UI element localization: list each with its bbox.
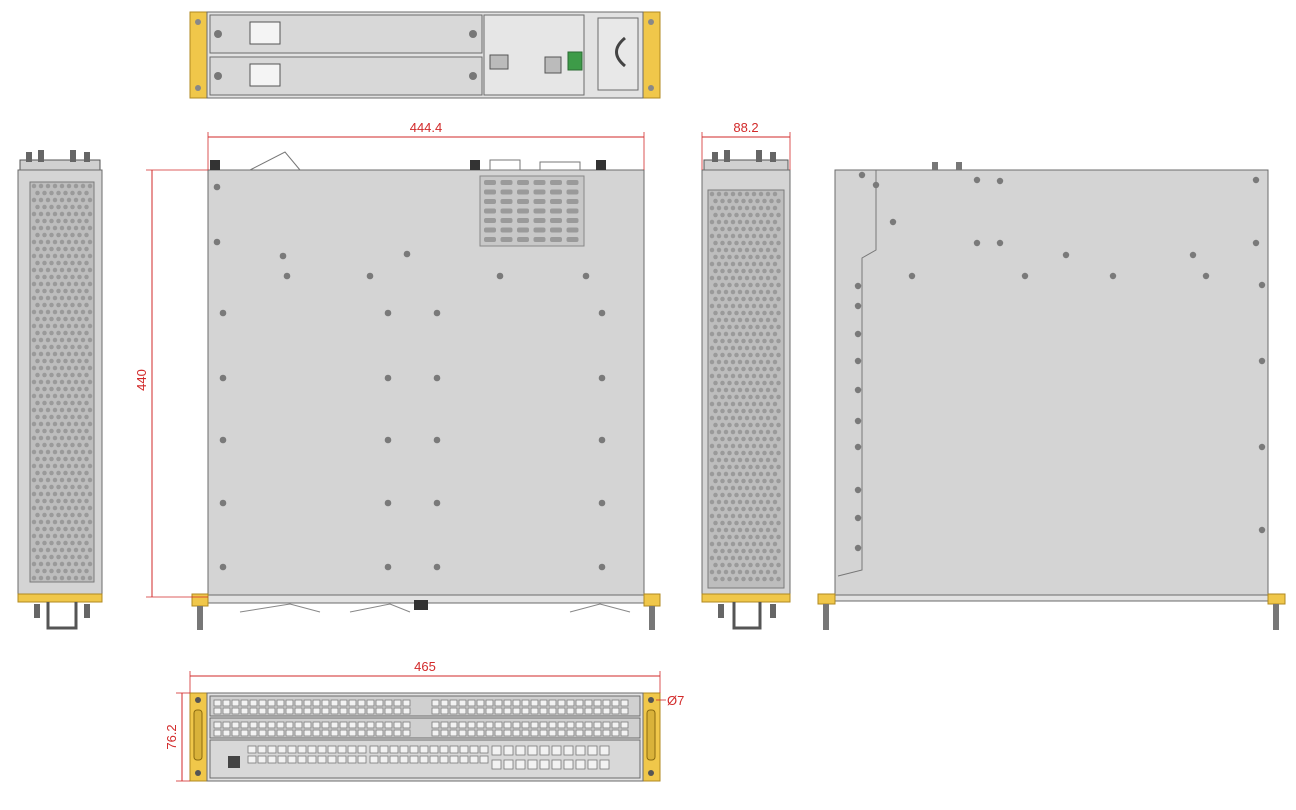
front-view: 465 76.2 Ø7	[164, 659, 684, 782]
top-bracket-right	[643, 593, 661, 607]
dimension-depth-label: 440	[134, 369, 149, 391]
dimension-depth: 440	[134, 169, 208, 598]
top-screws	[213, 183, 606, 571]
bottom-bracket-left	[817, 593, 836, 605]
bottom-view	[817, 162, 1286, 630]
bottom-screws	[854, 171, 1266, 552]
dimension-hole-label: Ø7	[667, 693, 684, 708]
left-side-view	[17, 150, 103, 630]
dimension-front-width-label: 465	[414, 659, 436, 674]
power-module-1	[209, 14, 483, 54]
dimension-front-width: 465	[189, 659, 661, 693]
top-bracket-left	[191, 593, 209, 607]
bottom-panel	[834, 169, 1269, 596]
right-side-bracket	[701, 593, 791, 603]
dimension-width-top: 444.4	[207, 120, 645, 170]
top-view: 444.4 440	[134, 120, 661, 630]
dimension-side-height: 88.2	[701, 120, 791, 170]
dimension-hole: Ø7	[656, 693, 684, 708]
rear-view	[189, 11, 661, 99]
power-socket-1	[249, 21, 281, 45]
left-side-bracket	[17, 593, 103, 603]
dimension-front-height: 76.2	[164, 692, 190, 782]
front-ports	[213, 699, 629, 770]
bottom-bracket-right	[1267, 593, 1286, 605]
dimension-top-width-label: 444.4	[410, 120, 443, 135]
dimension-side-height-label: 88.2	[733, 120, 758, 135]
power-socket-2	[249, 63, 281, 87]
dimension-front-height-label: 76.2	[164, 724, 179, 749]
right-side-view: 88.2	[701, 120, 791, 630]
